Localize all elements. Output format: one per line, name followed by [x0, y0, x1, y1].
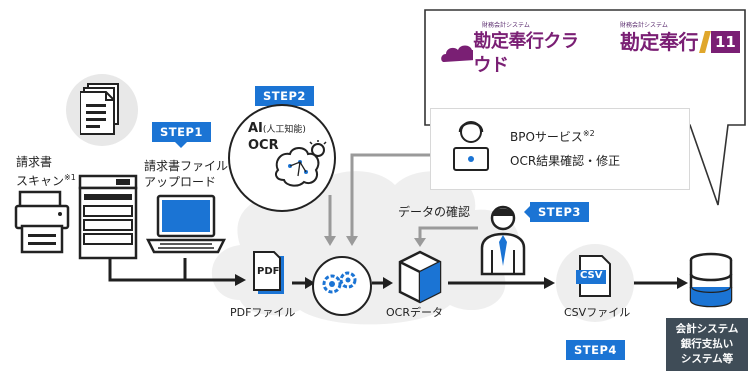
data-check-line: [418, 226, 478, 240]
accounting-system-box: 会計システム 銀行支払い システム等: [666, 318, 748, 371]
data-check-label: データの確認: [398, 205, 471, 219]
step4-badge: STEP4: [566, 340, 625, 360]
logo-version-badge: 11: [711, 31, 740, 53]
bpo-subtitle: OCR結果確認・修正: [510, 154, 621, 168]
step2-badge: STEP2: [255, 86, 314, 112]
logo-kanjo-cloud: 財務会計システム 勘定奉行クラウド: [440, 22, 590, 78]
step3-badge: STEP3: [524, 202, 589, 222]
step1-badge: STEP1: [152, 122, 211, 148]
arrow-to-db: [677, 277, 688, 289]
bpo-down-arrow: [346, 236, 358, 246]
pdf-file-label: PDFファイル: [230, 306, 296, 319]
bpo-title: BPOサービス※2: [510, 129, 595, 144]
ocr-data-label: OCRデータ: [386, 306, 443, 319]
database-icon: [689, 252, 733, 308]
scan-label: 請求書 スキャン※1: [16, 155, 76, 188]
upload-label: 請求書ファイル アップロード: [144, 159, 229, 189]
multifunction-printer-icon: [78, 174, 138, 260]
logo-kanjo-11: 財務会計システム 勘定奉行 11: [620, 22, 740, 54]
gear-circle: [312, 256, 372, 316]
flow-line-scan: [108, 255, 235, 282]
ai-label: AI(人工知能): [248, 121, 306, 136]
ai-down-arrow: [324, 236, 336, 246]
printer-icon: [14, 190, 70, 254]
ai-brain-icon: [275, 140, 327, 187]
arrow-to-csv: [544, 277, 555, 289]
ocr-label: OCR: [248, 138, 279, 153]
bpo-line: [350, 153, 430, 238]
operator-icon: [453, 121, 489, 171]
arrow-to-pdf: [235, 274, 246, 286]
csv-icon-text: CSV: [580, 270, 603, 281]
person-icon: [480, 205, 526, 276]
document-stack-icon: [80, 83, 119, 135]
arrow-to-ocrdata: [383, 277, 393, 289]
pdf-file-icon: [253, 251, 284, 294]
laptop-icon: [146, 194, 226, 254]
arrow-to-gear: [305, 277, 315, 289]
data-check-arrow: [414, 238, 426, 247]
csv-file-icon: [576, 255, 611, 297]
logo-slash-mark: [699, 31, 711, 53]
ocr-data-cube-icon: [398, 250, 442, 304]
csv-file-label: CSVファイル: [564, 306, 631, 319]
pdf-icon-text: PDF: [257, 266, 280, 277]
logo-cloud-icon: [441, 45, 474, 62]
gear-icon: [322, 271, 357, 294]
